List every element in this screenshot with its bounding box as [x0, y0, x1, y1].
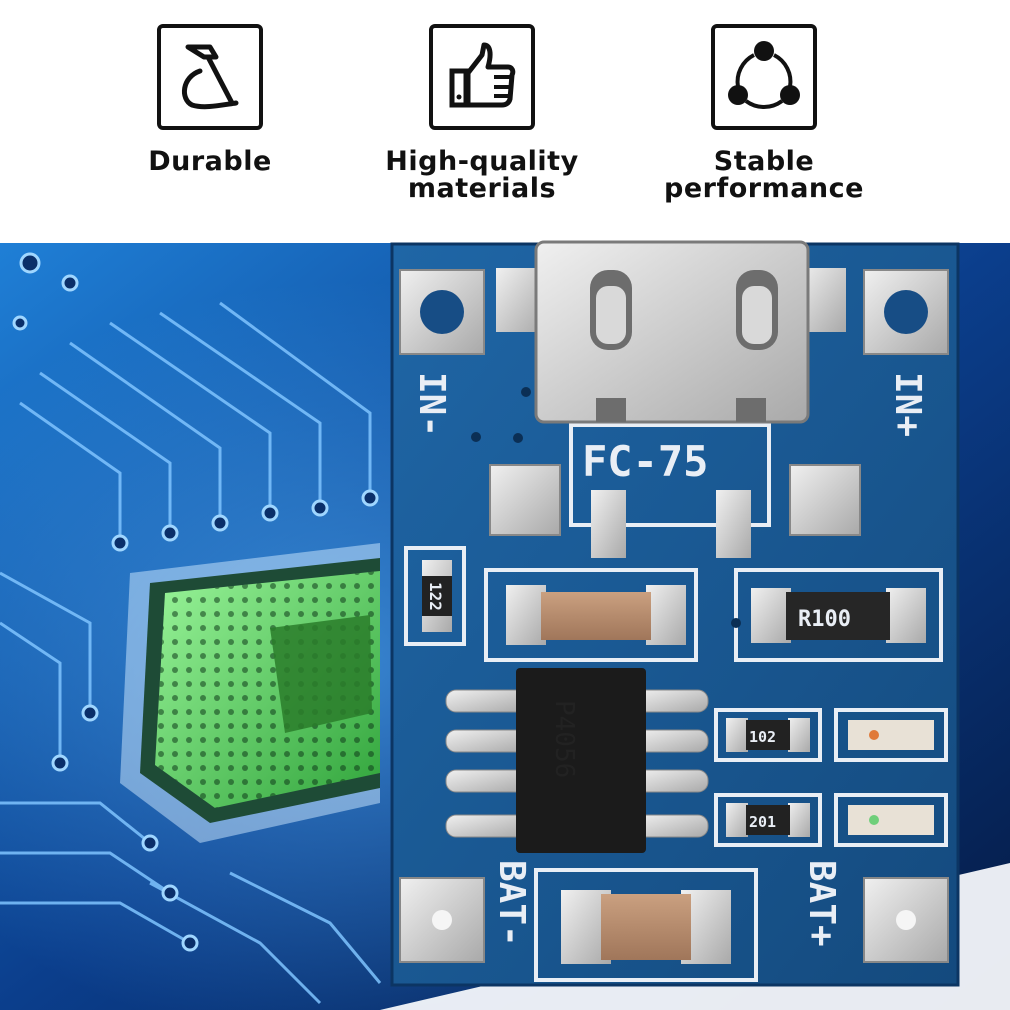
thumbs-up-icon — [449, 42, 516, 108]
label-in-minus: IN- — [411, 372, 452, 437]
stable-icon-frame — [711, 24, 817, 130]
board-model-label: FC-75 — [582, 437, 708, 486]
feature-label-line: Durable — [148, 146, 272, 177]
label-bat-plus: BAT+ — [801, 860, 842, 947]
feature-high-quality: High-quality materials — [372, 24, 592, 202]
feature-label-line: Stable — [713, 146, 815, 177]
feature-stable: Stable performance — [654, 24, 874, 202]
quality-icon-frame — [429, 24, 535, 130]
hammer-icon — [182, 44, 239, 110]
share-network-icon — [728, 41, 800, 109]
charger-ic-chip — [516, 668, 646, 853]
charger-module-board: IN- IN+ BAT- BAT+ FC-75 122 R100 102 201 — [390, 240, 960, 987]
label-bat-minus: BAT- — [491, 860, 532, 947]
mounting-pads — [399, 269, 949, 963]
feature-label-line: High-quality — [385, 146, 579, 177]
resistor-r1-marking: 122 — [426, 582, 445, 611]
resistor-r2-marking: R100 — [798, 607, 851, 632]
resistor-r4-marking: 201 — [749, 813, 776, 831]
feature-label-line: materials — [407, 173, 557, 204]
chip-marking: P4056 — [549, 700, 579, 778]
resistor-r3-marking: 102 — [749, 728, 776, 746]
micro-usb-connector — [496, 240, 846, 558]
label-in-plus: IN+ — [887, 372, 928, 437]
feature-label-line: performance — [664, 173, 864, 204]
feature-durable: Durable — [100, 24, 320, 175]
durable-icon-frame — [157, 24, 263, 130]
